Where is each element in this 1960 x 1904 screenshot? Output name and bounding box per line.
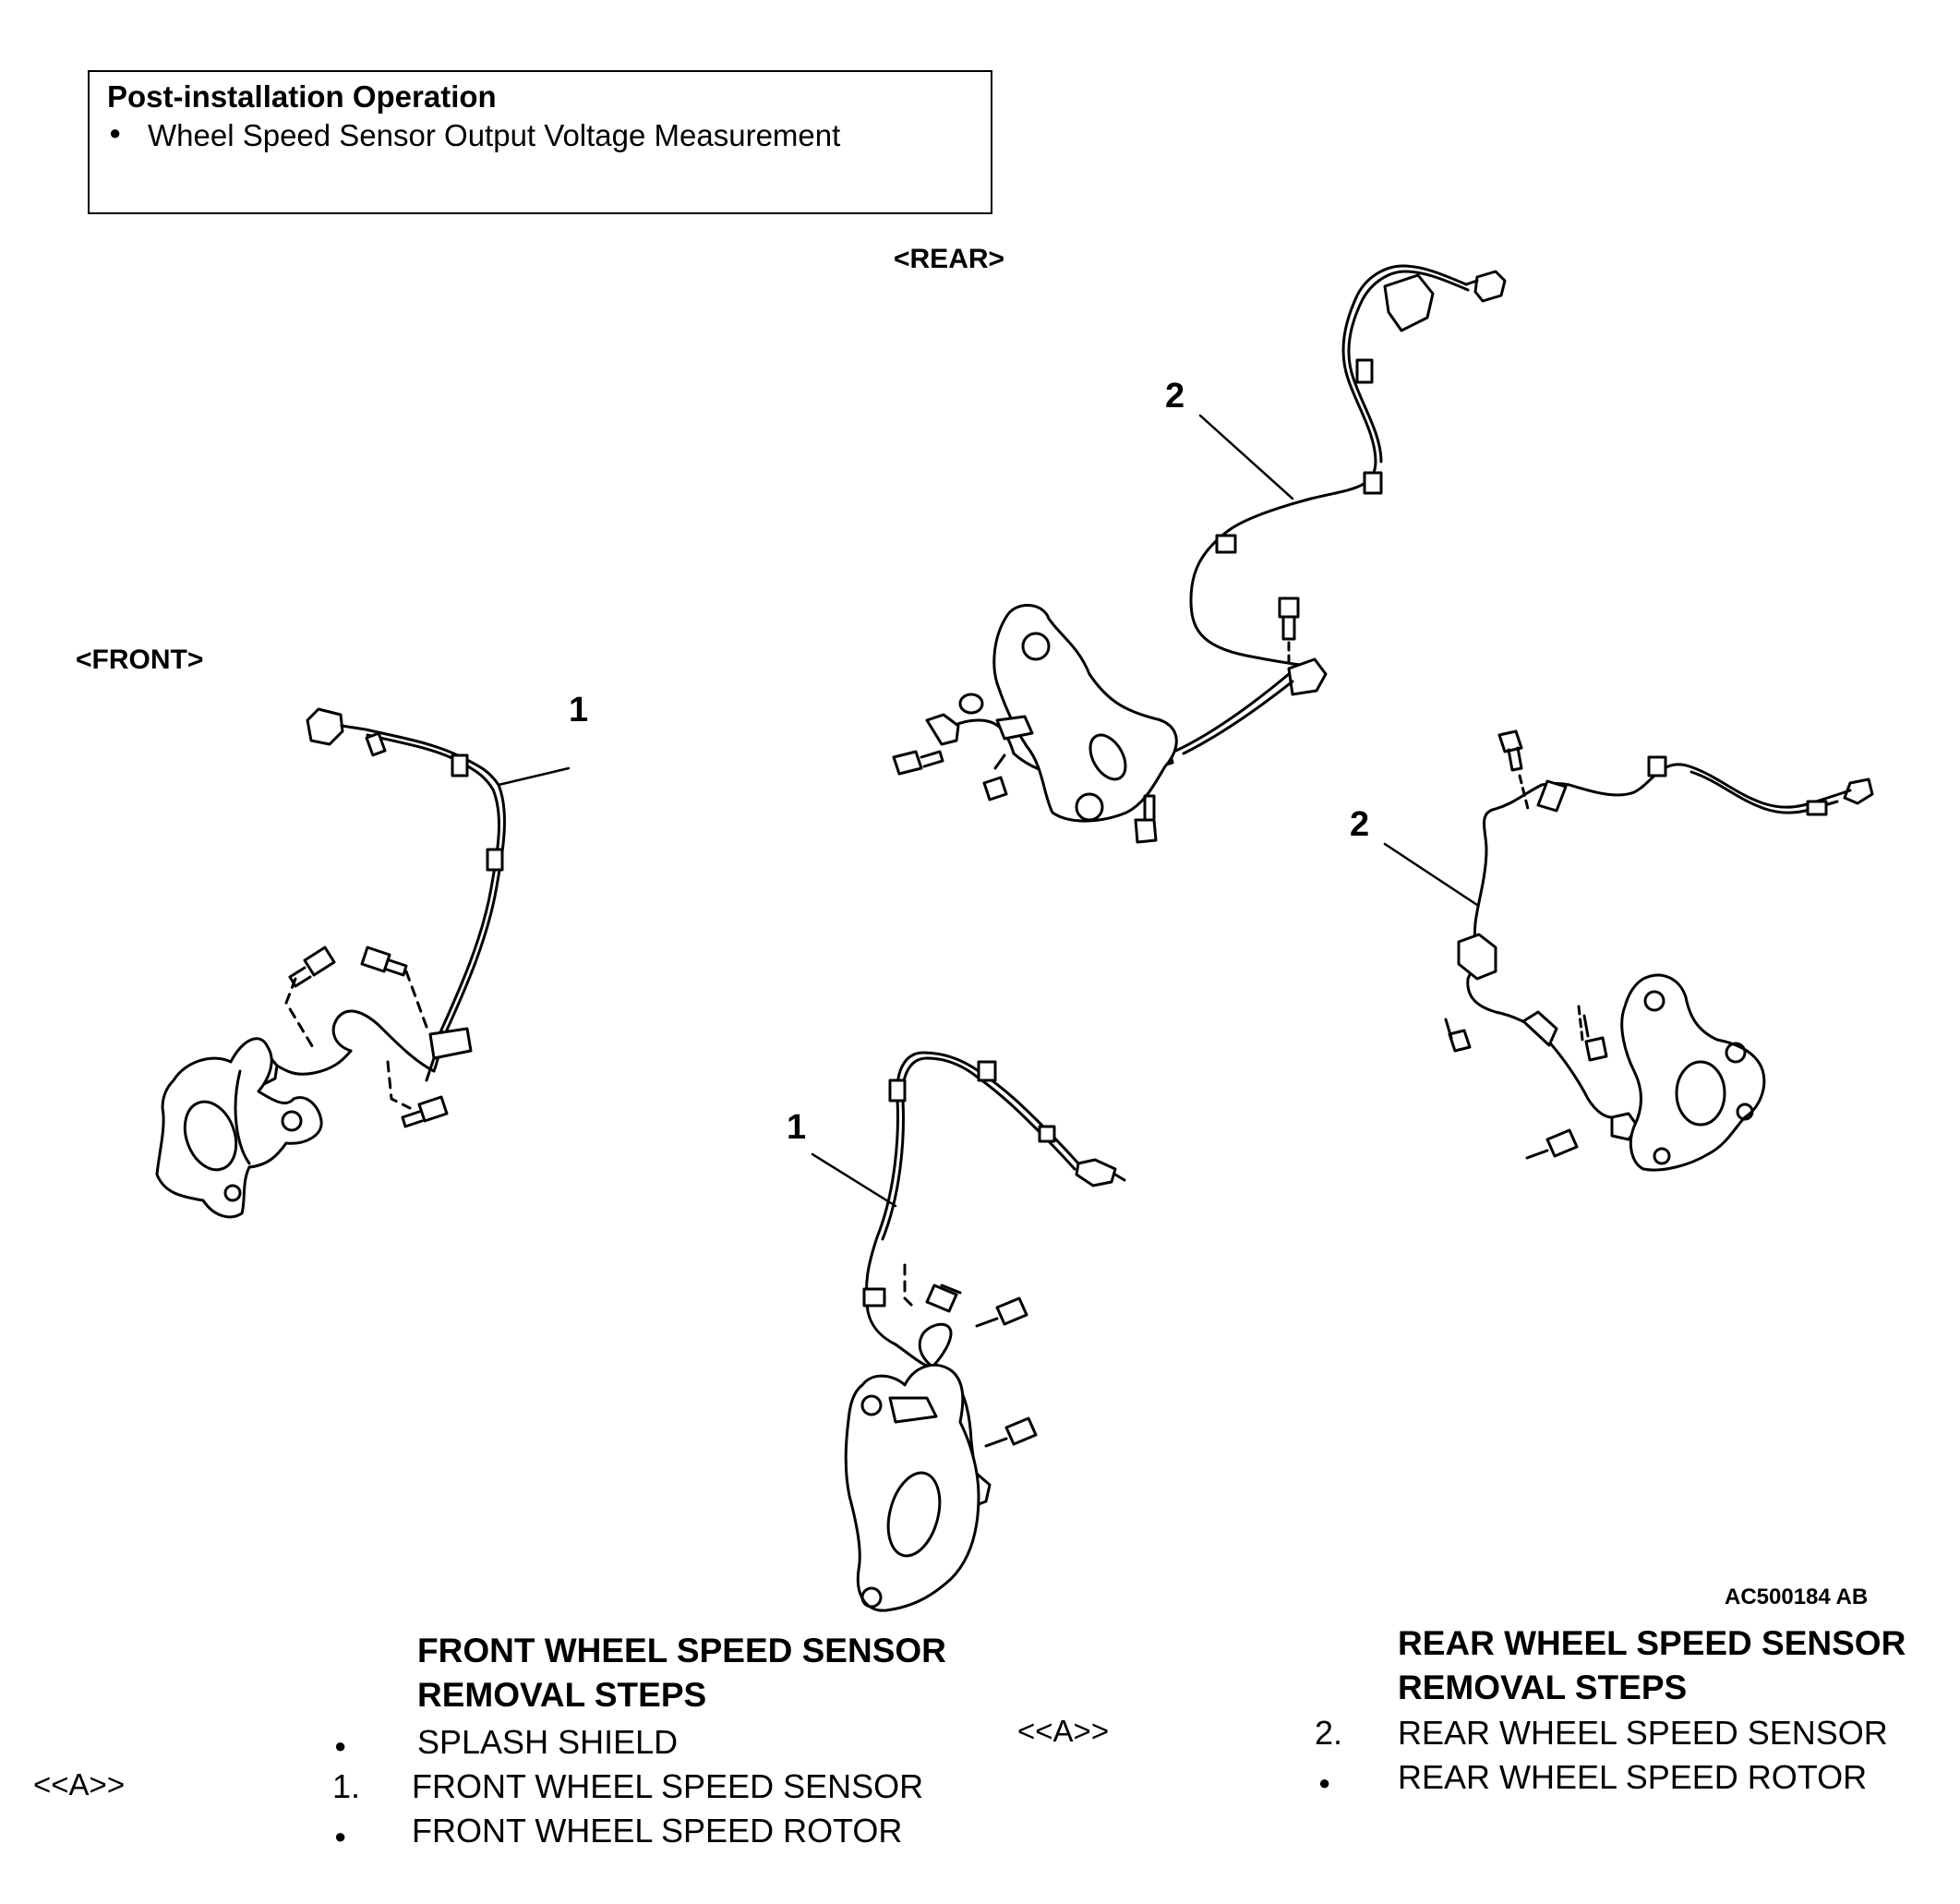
bolt-icon <box>925 1283 962 1313</box>
front-steps-heading-line1: FRONT WHEEL SPEED SENSOR <box>417 1632 946 1669</box>
bolt-icon <box>1134 794 1158 844</box>
bolt-icon <box>288 946 336 988</box>
rear-steps-heading-line1: REAR WHEEL SPEED SENSOR <box>1398 1624 1906 1662</box>
front-steps-heading: FRONT WHEEL SPEED SENSOR REMOVAL STEPS <box>417 1629 946 1717</box>
bolt-icon <box>1444 1018 1472 1053</box>
leader-line <box>1383 842 1479 907</box>
bolt-icon <box>1278 597 1300 641</box>
note-mark: <<A>> <box>1017 1714 1110 1748</box>
rear-step-number: 2. <box>1315 1714 1343 1752</box>
post-installation-box <box>88 70 992 214</box>
post-installation-item: Wheel Speed Sensor Output Voltage Measur… <box>148 118 841 152</box>
bullet-icon: ● <box>334 1734 347 1757</box>
front-view-label: <FRONT> <box>76 645 204 675</box>
callout-number: 2 <box>1350 805 1370 844</box>
rear-steps-heading-line2: REMOVAL STEPS <box>1398 1669 1688 1706</box>
bolt-icon <box>975 1296 1028 1328</box>
note-mark: <<A>> <box>33 1767 126 1802</box>
rear-view-label: <REAR> <box>894 244 1005 274</box>
rear-steps-heading: REAR WHEEL SPEED SENSOR REMOVAL STEPS <box>1398 1621 1906 1710</box>
front-step-label: SPLASH SHIELD <box>417 1723 679 1761</box>
bolt-icon <box>892 750 944 776</box>
rear-step-label: REAR WHEEL SPEED ROTOR <box>1398 1758 1868 1796</box>
leader-line <box>811 1152 897 1208</box>
bullet-icon: ● <box>109 121 122 144</box>
callout-number: 1 <box>569 691 589 729</box>
rear-sensor-assembly-right <box>1444 729 1874 1172</box>
bolt-icon <box>401 1095 449 1128</box>
bolt-icon <box>984 1416 1038 1448</box>
bullet-icon: ● <box>334 1825 347 1848</box>
front-step-label: FRONT WHEEL SPEED SENSOR <box>412 1767 924 1805</box>
bolt-icon <box>982 753 1008 801</box>
callout-number: 2 <box>1165 377 1185 416</box>
front-step-label: FRONT WHEEL SPEED ROTOR <box>412 1812 903 1850</box>
front-steps-heading-line2: REMOVAL STEPS <box>417 1676 707 1714</box>
callout-number: 1 <box>787 1108 807 1147</box>
front-sensor-assembly-left <box>155 707 506 1219</box>
bullet-icon: ● <box>1318 1771 1331 1794</box>
leader-line <box>1198 414 1294 500</box>
bolt-icon <box>360 946 408 977</box>
rear-sensor-assembly-top <box>892 264 1507 844</box>
bolt-icon <box>1497 729 1523 772</box>
front-sensor-assembly-center <box>844 1051 1126 1612</box>
bolt-icon <box>1525 1128 1579 1160</box>
bolt-icon <box>1582 1014 1608 1062</box>
figure-code: AC500184 AB <box>1725 1585 1869 1609</box>
front-step-number: 1. <box>332 1767 361 1805</box>
leader-line <box>497 766 571 787</box>
post-installation-title: Post-installation Operation <box>107 79 497 114</box>
rear-step-label: REAR WHEEL SPEED SENSOR <box>1398 1714 1888 1752</box>
